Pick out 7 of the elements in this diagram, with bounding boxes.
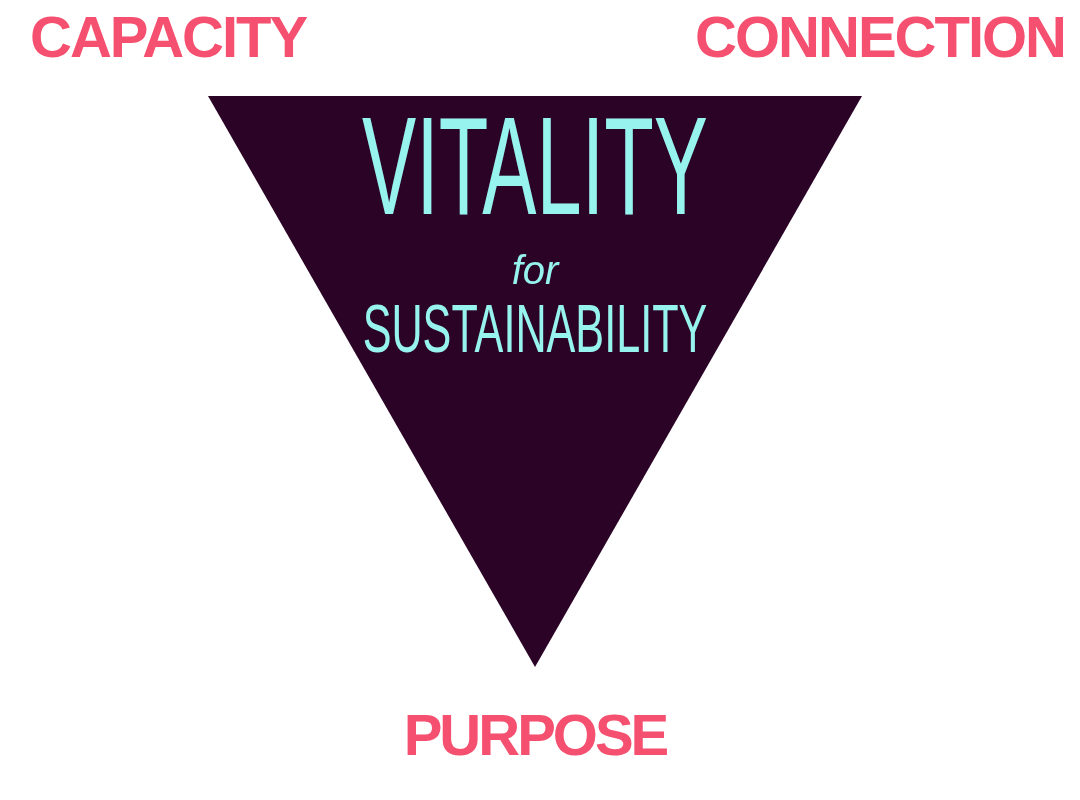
inverted-triangle (208, 96, 862, 667)
corner-label: CAPACITY (30, 12, 307, 62)
corner-label: PURPOSE (403, 710, 667, 760)
subheading-text: SUSTAINABILITY (362, 301, 708, 356)
heading-text: VITALITY (362, 110, 708, 222)
corner-label: CONNECTION (695, 12, 1065, 62)
connecting-word: for (511, 250, 559, 290)
